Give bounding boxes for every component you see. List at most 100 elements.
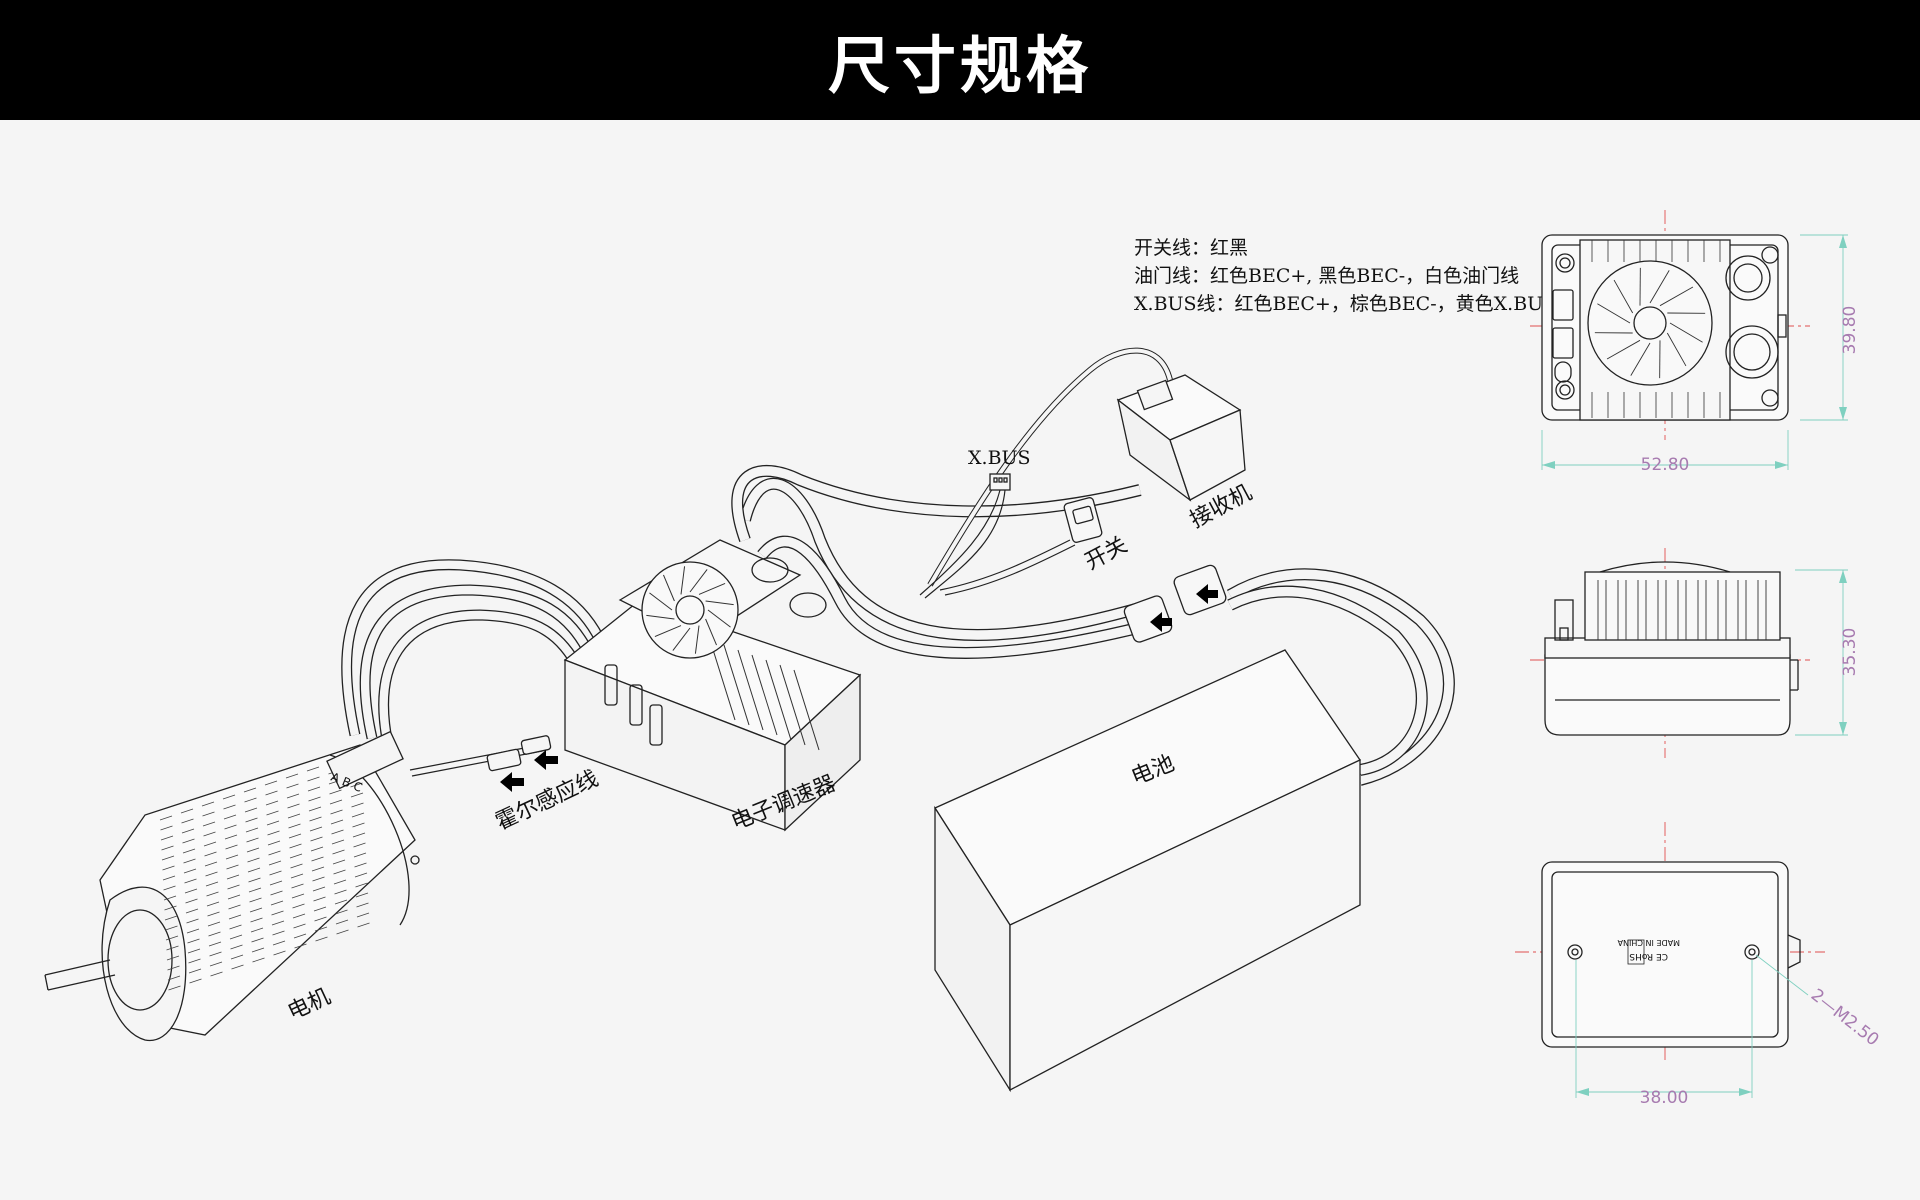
motor-fin-line [249, 907, 263, 913]
motor-fin-line [203, 831, 216, 837]
motor-fin-line [184, 888, 198, 894]
motor-fin-line [205, 881, 219, 887]
motor-fin-line [290, 873, 304, 879]
motor-fin-line [223, 814, 237, 820]
motor-fin-line [226, 874, 240, 880]
motor-fin-line [168, 985, 181, 991]
fan-blade [698, 583, 726, 595]
page-header: 尺寸规格 [0, 0, 1920, 120]
motor-fin-line [223, 804, 236, 810]
motor-fin-line [291, 893, 305, 899]
top-fan-blade [1606, 339, 1641, 360]
motor-fin-line [269, 880, 283, 886]
hall-arrows [500, 750, 558, 792]
esc-fin-line [737, 649, 764, 731]
fan-blade [663, 574, 675, 602]
motor-fin-line [162, 875, 176, 881]
motor-fin-line [180, 808, 194, 814]
motor-fin-line [312, 886, 326, 892]
motor-fin-line [285, 773, 299, 779]
fan-blade [694, 625, 700, 654]
esc-body [563, 539, 862, 832]
motor-fin-line [188, 958, 201, 964]
motor-fin-line [246, 837, 259, 843]
motor-fin-line [244, 797, 257, 803]
motor-fin-line [209, 961, 223, 967]
motor-fin-line [290, 863, 303, 869]
motor-fin-line [271, 910, 284, 916]
motor-fin-line [333, 869, 346, 875]
motor-fin-line [163, 885, 176, 891]
motor-fin-line [183, 868, 197, 874]
motor-fin-line [246, 847, 260, 853]
motor-fin-line [287, 813, 301, 819]
motor-fin-line [270, 890, 283, 896]
motor-fin-line [167, 965, 180, 971]
esc-heatsink-fins [709, 639, 820, 751]
motor-fin-line [264, 780, 278, 786]
motor-fin-line [331, 829, 344, 835]
motor-fin-line [334, 889, 347, 895]
xbus-label: X.BUS [968, 447, 1031, 469]
bottom-view [1515, 822, 1825, 1098]
motor-fin-line [225, 854, 239, 860]
motor-fin-line [271, 920, 285, 926]
note-switch-wire: 开关线：红黑 [1134, 237, 1248, 259]
motor-fin-line [207, 911, 220, 917]
motor-fin-line [335, 919, 349, 925]
motor-fin-line [181, 828, 195, 834]
esc-fin-line [765, 659, 792, 741]
motor-fin-line [205, 871, 218, 877]
motor-fin-line [265, 790, 278, 796]
motor-fin-line [307, 786, 321, 792]
motor-fin-line [207, 921, 221, 927]
fan-blade [689, 569, 708, 593]
motor-fin-line [244, 807, 258, 813]
motor-fin-line [355, 882, 368, 888]
motor-fin-line [307, 776, 320, 782]
top-fan-blade [1666, 332, 1687, 367]
motor-fin-line [309, 826, 323, 832]
hall-connector [486, 735, 552, 772]
motor-fin-line [185, 908, 199, 914]
motor-fin-line [247, 867, 261, 873]
motor-fin-line [230, 944, 243, 950]
top-fan-blade [1597, 303, 1631, 324]
motor-fin-line [160, 825, 173, 831]
motor-fin-line [329, 799, 343, 805]
motor-fin-line [352, 822, 365, 828]
motor-fin-line [228, 904, 241, 910]
side-view-fins [1597, 580, 1767, 640]
motor-fin-line [224, 824, 237, 830]
motor-fin-line [245, 817, 258, 823]
motor-fin-line [252, 957, 265, 963]
motor-fin-line [203, 841, 217, 847]
motor-fin-line [310, 836, 323, 842]
motor-fin-line [266, 810, 279, 816]
motor-fin-line [206, 901, 220, 907]
bottom-cert-mark: CE RoHS [1629, 951, 1668, 961]
motor-fin-line [351, 812, 365, 818]
motor-fin-line [229, 924, 242, 930]
motor-fin-line [313, 896, 326, 902]
motor-fin-line [289, 853, 303, 859]
battery [934, 649, 1361, 1093]
motor-fin-line [251, 937, 264, 943]
note-xbus-wire: X.BUS线：红色BEC+，棕色BEC-，黄色X.BUS [1134, 293, 1556, 315]
motor-fin-line [267, 830, 280, 836]
motor-fin-line [184, 878, 197, 884]
fan-blade [646, 614, 675, 620]
motor-fin-line [227, 894, 241, 900]
page-title: 尺寸规格 [827, 29, 1092, 102]
note-throttle-wire: 油门线：红色BEC+, 黑色BEC-，白色油门线 [1134, 265, 1519, 287]
motor-fin-line [229, 934, 243, 940]
fan-blade [654, 625, 682, 637]
motor-fin-line [222, 794, 236, 800]
motor-fin-line [208, 941, 222, 947]
motor-fin-line [163, 895, 177, 901]
motor-fin-line [350, 792, 364, 798]
esc-fin-line [723, 644, 750, 726]
motor-fin-line [210, 971, 223, 977]
motor-fin-line [202, 821, 216, 827]
